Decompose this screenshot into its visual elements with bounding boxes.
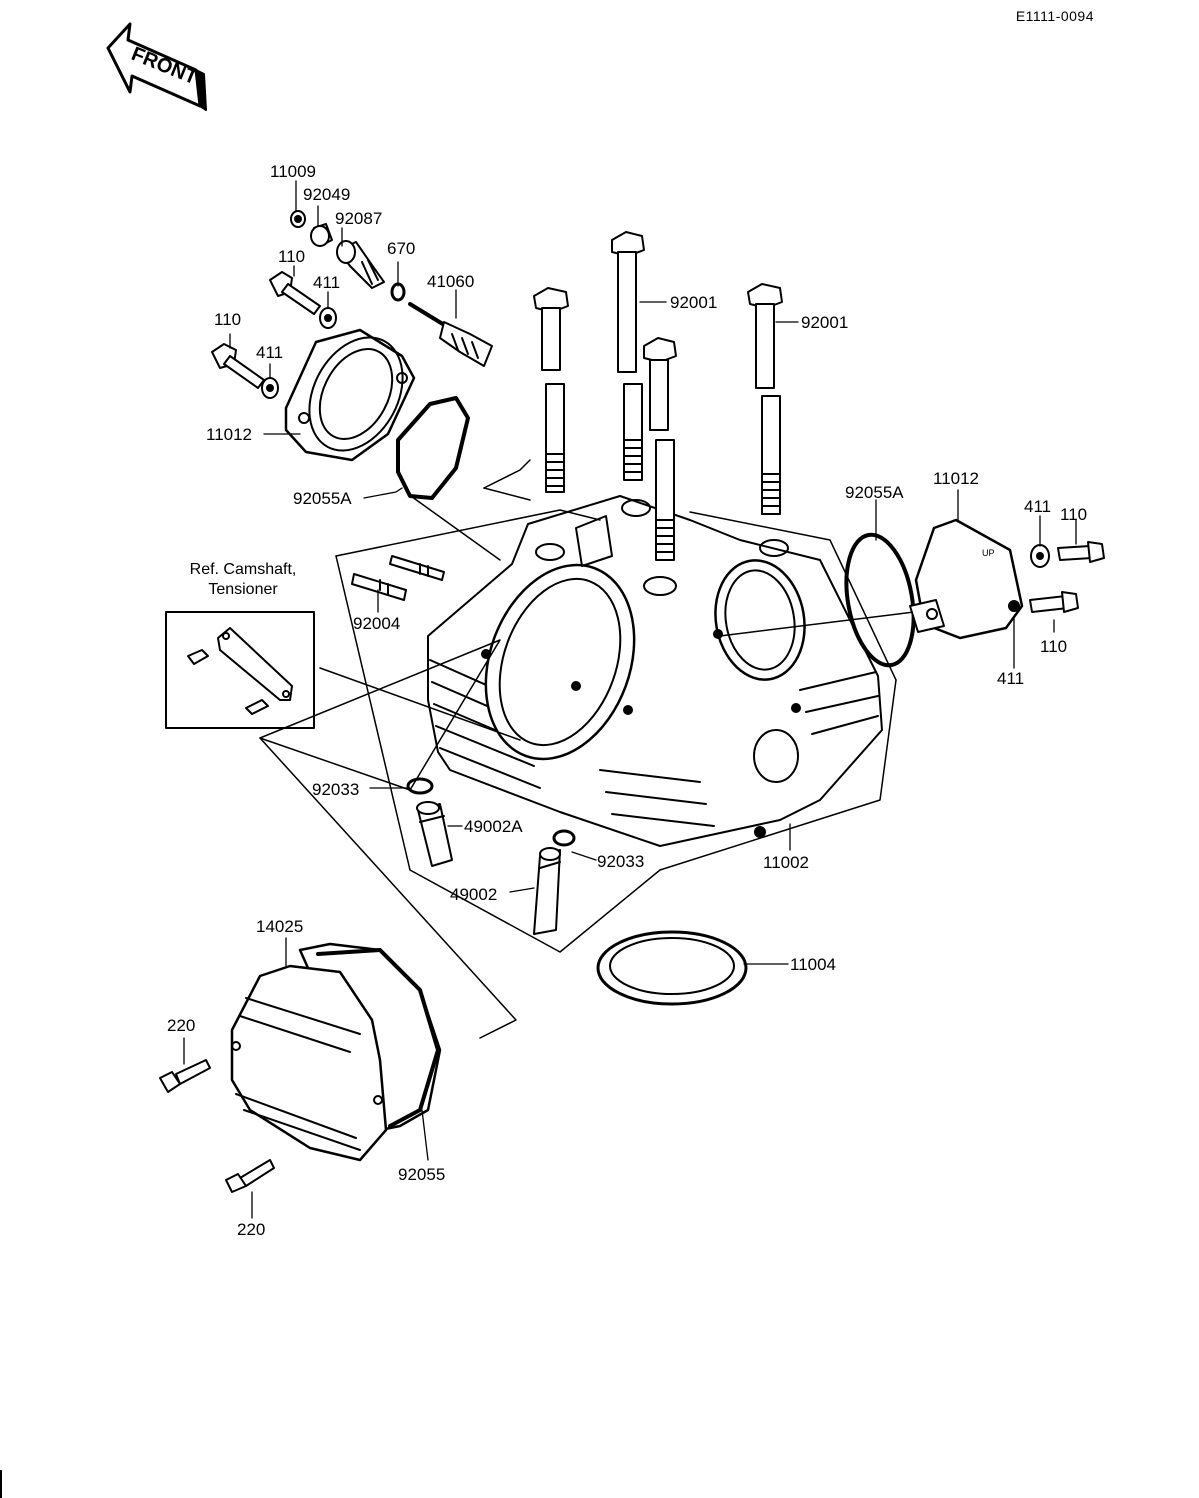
label-92049: 92049	[303, 185, 351, 204]
bushing-92087	[336, 240, 385, 289]
label-92004: 92004	[353, 614, 401, 633]
ref-note-line1: Ref. Camshaft,	[189, 561, 297, 578]
label-92001-a: 92001	[670, 293, 718, 312]
label-411-b: 411	[256, 343, 284, 362]
svg-text:UP: UP	[982, 548, 995, 558]
bolt-110-c	[1057, 541, 1105, 563]
drive-gear-41060	[408, 302, 493, 367]
label-92055: 92055	[398, 1165, 446, 1184]
label-11012-a: 11012	[206, 425, 253, 444]
bolt-110-b	[211, 343, 265, 389]
label-14025: 14025	[256, 917, 304, 936]
label-92087: 92087	[335, 209, 383, 228]
valve-guide-49002	[533, 847, 561, 935]
valve-guide-49002A	[416, 801, 453, 867]
ref-camshaft-note: Ref. Camshaft, Tensioner	[168, 560, 318, 600]
label-92055A-b: 92055A	[845, 483, 904, 502]
label-110-c: 110	[1060, 505, 1088, 524]
front-arrow-icon: FRONT	[106, 22, 207, 111]
reference-lines	[259, 459, 931, 1039]
cover-14025	[230, 942, 442, 1162]
label-411-d: 411	[997, 669, 1025, 688]
leader-lines	[183, 180, 1077, 1219]
screw-220-b	[225, 1159, 275, 1193]
cap-11012-left	[284, 328, 416, 462]
washer-411-a	[319, 307, 337, 329]
label-11002: 11002	[763, 853, 810, 872]
o-ring-92033-a	[406, 777, 434, 795]
cylinder-head-11002	[427, 495, 883, 847]
head-bolt-92001-d	[747, 283, 783, 515]
cap-11012-right: UP	[909, 518, 1024, 640]
label-110-d: 110	[1040, 637, 1068, 656]
label-411-a: 411	[313, 273, 341, 292]
head-bolt-92001-b	[611, 231, 645, 481]
label-11009: 11009	[270, 162, 317, 181]
washer-11009	[290, 210, 306, 228]
label-220-a: 220	[167, 1016, 196, 1035]
bolt-110-d	[1029, 591, 1079, 613]
screw-220-a	[159, 1059, 211, 1093]
bolt-110-a	[269, 271, 321, 315]
washer-411-c	[1030, 544, 1050, 568]
head-bolt-92001-a	[533, 287, 569, 493]
stud-92004	[351, 555, 445, 601]
label-49002: 49002	[450, 885, 498, 904]
diagram-code: E1111-0094	[1015, 8, 1094, 24]
label-411-c: 411	[1024, 497, 1052, 516]
washer-411-b	[261, 377, 279, 399]
ref-camshaft-box	[165, 611, 315, 729]
gasket-92055A-right	[844, 532, 916, 668]
gasket-92055	[316, 948, 440, 1128]
label-110-a: 110	[278, 247, 306, 266]
label-41060: 41060	[427, 272, 475, 291]
page-edge-mark	[0, 1470, 2, 1498]
label-92001-b: 92001	[801, 313, 849, 332]
label-92033-a: 92033	[312, 780, 360, 799]
ref-note-line2: Tensioner	[208, 581, 278, 598]
label-670: 670	[387, 239, 416, 258]
label-11012-b: 11012	[933, 469, 980, 488]
head-bolt-92001-c	[643, 337, 677, 561]
o-ring-92033-b	[552, 829, 576, 847]
gasket-11004	[596, 930, 748, 1006]
label-220-b: 220	[237, 1220, 266, 1239]
label-92033-b: 92033	[597, 852, 645, 871]
seal-92049	[310, 223, 333, 247]
label-49002A: 49002A	[464, 817, 523, 836]
label-110-b: 110	[214, 310, 242, 329]
gasket-92055A-left	[396, 396, 470, 500]
label-11004: 11004	[790, 955, 837, 974]
label-92055A-a: 92055A	[293, 489, 352, 508]
